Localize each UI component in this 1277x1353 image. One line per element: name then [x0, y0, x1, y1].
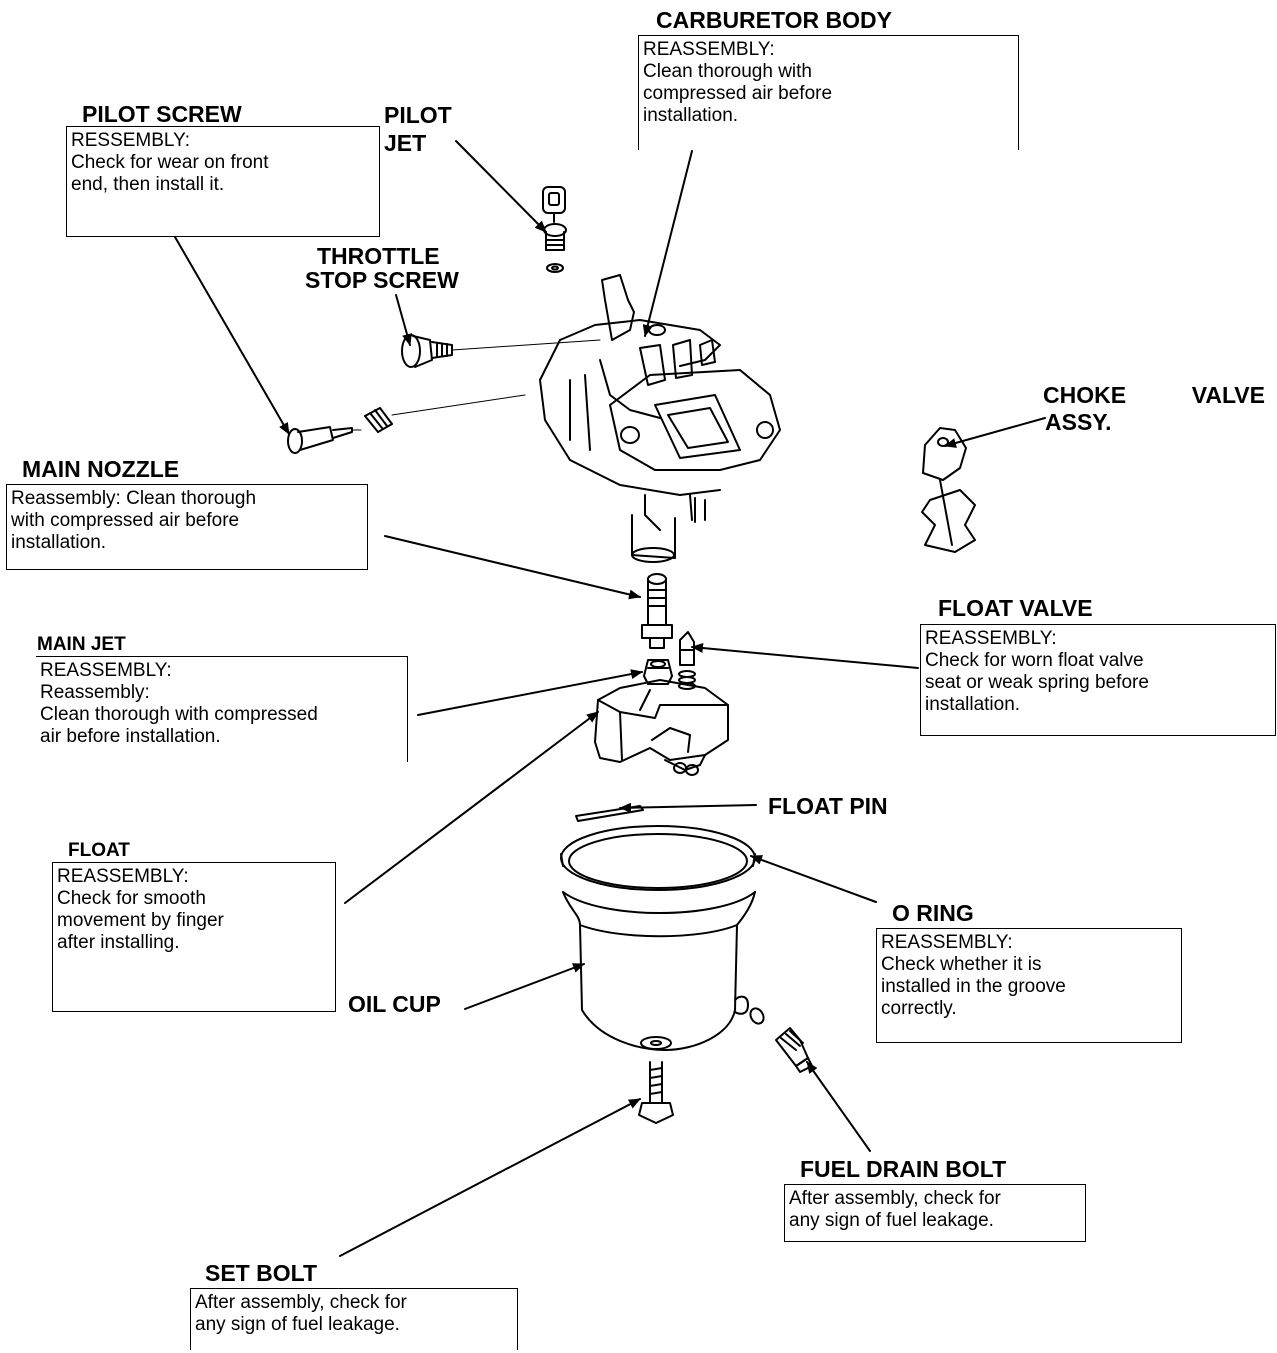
float-title: FLOAT [68, 840, 130, 861]
carburetor-body-line-1: Clean thorough with [643, 61, 812, 82]
float-valve-heading: REASSEMBLY: [925, 628, 1057, 649]
float-valve-note: REASSEMBLY: Check for worn float valve s… [920, 624, 1276, 736]
pilot-screw-line-1: Check for wear on front [71, 152, 269, 173]
fuel-drain-bolt-title: FUEL DRAIN BOLT [800, 1156, 1007, 1182]
main-nozzle-line-1: Reassembly: Clean thorough [11, 488, 257, 509]
main-jet-note: REASSEMBLY: Reassembly: Clean thorough w… [36, 656, 408, 762]
o-ring-title: O RING [892, 900, 974, 926]
assy-word: ASSY. [1045, 409, 1112, 435]
pilot-screw-title: PILOT SCREW [82, 101, 242, 127]
float-line-2: movement by finger [57, 910, 224, 931]
pilot-jet-part [542, 186, 567, 273]
carburetor-body-line-3: installation. [643, 105, 739, 126]
pilot-screw-part [287, 394, 526, 454]
main-nozzle-line-2: with compressed air before [11, 510, 240, 531]
float-valve-line-3: installation. [925, 694, 1021, 715]
main-nozzle-note: Reassembly: Clean thorough with compress… [6, 484, 368, 570]
carburetor-body-line-2: compressed air before [643, 83, 833, 104]
o-ring-line-1: Check whether it is [881, 954, 1042, 975]
main-jet-title: MAIN JET [37, 634, 126, 655]
set-bolt-line-1: After assembly, check for [195, 1292, 407, 1313]
float-valve-line-2: seat or weak spring before [925, 672, 1149, 693]
carburetor-body-part [539, 274, 781, 563]
main-jet-subheading: Reassembly: [40, 682, 150, 703]
o-ring-part [560, 825, 756, 891]
set-bolt-title: SET BOLT [205, 1260, 318, 1286]
pilot-screw-note: RESSEMBLY: Check for wear on front end, … [66, 126, 380, 237]
float-part [594, 679, 729, 776]
pilot-jet-title-line-1: PILOT [384, 102, 452, 128]
pilot-screw-heading: RESSEMBLY: [71, 130, 190, 151]
oil-cup-part [562, 891, 756, 1051]
o-ring-note: REASSEMBLY: Check whether it is installe… [876, 928, 1182, 1043]
choke-valve-part [921, 427, 976, 553]
leader-lines [174, 140, 1046, 1257]
pilot-screw-line-2: end, then install it. [71, 174, 225, 195]
float-line-3: after installing. [57, 932, 180, 953]
main-nozzle-part [641, 573, 673, 649]
valve-word: VALVE [1191, 382, 1265, 408]
main-jet-line-1: Clean thorough with compressed [40, 704, 318, 725]
fuel-drain-bolt-note: After assembly, check for any sign of fu… [784, 1184, 1086, 1242]
o-ring-heading: REASSEMBLY: [881, 932, 1013, 953]
carburetor-body-note: REASSEMBLY: Clean thorough with compress… [638, 35, 1019, 150]
float-note: REASSEMBLY: Check for smooth movement by… [52, 862, 336, 1012]
pilot-jet-title-line-2: JET [384, 130, 427, 156]
o-ring-line-2: installed in the groove [881, 976, 1066, 997]
throttle-stop-screw-title-line-1: THROTTLE [317, 243, 440, 269]
choke-word: CHOKE [1043, 382, 1127, 408]
carburetor-body-title: CARBURETOR BODY [656, 7, 892, 33]
main-jet-line-2: air before installation. [40, 726, 221, 747]
float-pin-title: FLOAT PIN [768, 793, 888, 819]
set-bolt-line-2: any sign of fuel leakage. [195, 1314, 400, 1335]
float-valve-line-1: Check for worn float valve [925, 650, 1144, 671]
float-valve-title: FLOAT VALVE [938, 595, 1093, 621]
float-pin-part [575, 805, 644, 822]
oil-cup-title: OIL CUP [348, 991, 441, 1017]
choke-valve-assy-title: CHOKE VALVE ASSY. [1043, 382, 1265, 436]
main-jet-part [643, 659, 673, 685]
float-heading: REASSEMBLY: [57, 866, 189, 887]
set-bolt-part [638, 1036, 674, 1124]
set-bolt-note: After assembly, check for any sign of fu… [190, 1288, 518, 1350]
float-line-1: Check for smooth [57, 888, 206, 909]
float-valve-part [678, 631, 696, 690]
o-ring-line-3: correctly. [881, 998, 957, 1019]
throttle-stop-screw-title-line-2: STOP SCREW [305, 267, 459, 293]
carburetor-body-heading: REASSEMBLY: [643, 39, 775, 60]
fuel-drain-bolt-line-1: After assembly, check for [789, 1188, 1001, 1209]
fuel-drain-bolt-part [749, 1007, 813, 1073]
main-nozzle-line-3: installation. [11, 532, 107, 553]
main-nozzle-title: MAIN NOZZLE [22, 456, 180, 482]
main-jet-heading: REASSEMBLY: [40, 660, 172, 681]
fuel-drain-bolt-line-2: any sign of fuel leakage. [789, 1210, 994, 1231]
throttle-stop-screw-part [401, 334, 601, 368]
